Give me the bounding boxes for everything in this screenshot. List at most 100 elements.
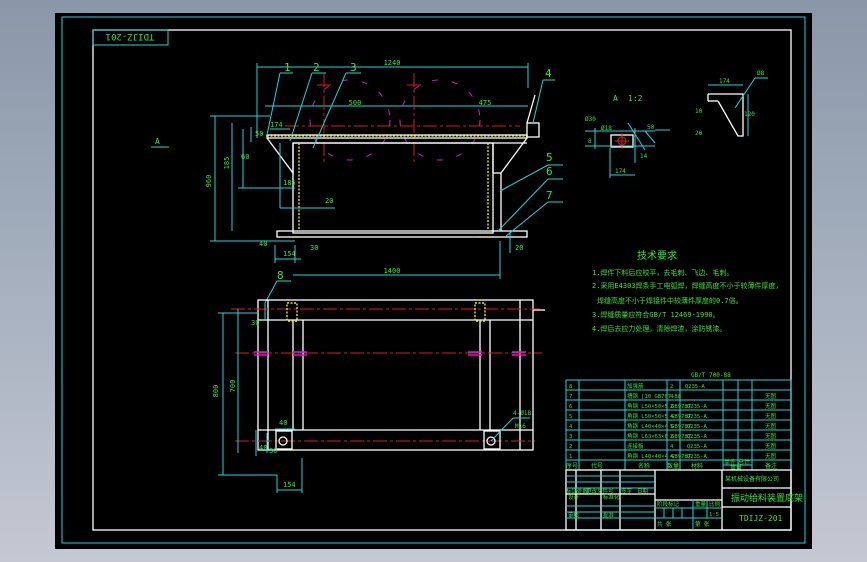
dim-top-height-outer: 800: [212, 385, 220, 398]
gusset-height: 120: [744, 111, 755, 118]
gusset-view: 174 120 Ø8 10 20: [695, 70, 768, 137]
dim-misc-185: 185: [283, 179, 296, 187]
detail-view-a: A 1:2 Ø18 Ø30 174 8 50 14: [585, 94, 670, 178]
dim-misc-3: 20: [325, 197, 333, 205]
row-name: 角钢 L50×50×5 GB9787: [627, 412, 691, 420]
dim-top-small-2: 40: [259, 444, 267, 452]
row-qty: 5: [670, 424, 673, 430]
detail-d6: 8: [588, 138, 592, 145]
tech-item-2: 2.采用E4303焊条手工电弧焊，焊缝高度不小于较薄件厚度，: [592, 281, 783, 290]
row-remark: 无图: [765, 392, 777, 400]
row-material: Q235-A: [687, 444, 708, 450]
tb-check: 审核: [568, 511, 580, 519]
gusset-top-width: 174: [719, 78, 730, 85]
row-qty: 4: [670, 414, 674, 420]
col-header: 代号: [591, 462, 603, 470]
gusset-thick: 10: [695, 108, 703, 115]
row-no: 7: [569, 394, 572, 400]
dim-small-left: 174: [270, 121, 283, 129]
row-qty: 4: [670, 394, 674, 400]
row-no: 2: [569, 444, 572, 450]
dim-circle-left: 500: [349, 99, 362, 107]
drawing-code: TDIJZ-201: [739, 514, 783, 523]
row-name: 角钢 L40×40×4 GB9787: [627, 452, 691, 460]
dim-top-small-4: 40: [279, 419, 287, 427]
row-material: Q235-A: [687, 404, 708, 410]
balloon-1: 1: [284, 61, 291, 74]
dim-misc-40: 40: [259, 240, 267, 248]
tech-item-4: 3.焊缝质量应符合GB/T 12469-1990。: [592, 310, 720, 319]
row-no: 6: [569, 404, 572, 410]
part-balloons: 1 2 3 4 5 6 7 8: [264, 61, 563, 304]
tb-design: 设计: [568, 493, 580, 501]
dim-misc-30: 30: [310, 244, 318, 252]
front-view: 1240 500 475 9: [151, 59, 563, 304]
tb-stage: 阶段标记: [657, 500, 680, 508]
row-material: Q235-A: [687, 414, 708, 420]
row-qty: 2: [670, 384, 673, 390]
drawing-sheet: TDIJZ-201 1240 500 475: [61, 16, 806, 544]
tb-mark: 标记: [566, 487, 578, 495]
dim-small-h1: 50: [255, 130, 263, 138]
row-no: 8: [569, 384, 572, 390]
tb-standard: 标准化: [603, 493, 620, 501]
tech-requirements: 技术要求 1.焊件下料后应校平，去毛刺、飞边、毛刺。 2.采用E4303焊条手工…: [592, 249, 783, 333]
detail-d9: 14: [640, 153, 648, 160]
gusset-bottom: 20: [695, 130, 703, 137]
col-header: 名称: [638, 462, 650, 470]
gusset-chamfer: Ø8: [757, 70, 765, 77]
row-no: 1: [569, 454, 572, 460]
col-header: 总计: [738, 458, 750, 466]
col-header: 重量: [730, 464, 742, 472]
col-header: 单件: [724, 458, 736, 466]
detail-d1: Ø18: [601, 125, 612, 132]
tb-sign: 签字: [621, 487, 633, 495]
detail-d2: Ø30: [585, 116, 596, 123]
row-name: 连接板: [627, 442, 644, 450]
balloon-6: 6: [546, 165, 553, 178]
row-name: 角钢 L50×50×5 GB9787: [627, 402, 691, 410]
row-remark: 无图: [765, 452, 777, 460]
row-qty: 4: [670, 444, 674, 450]
tech-item-3: 焊缝高度不小于焊接件中较薄件厚度的0.7倍。: [597, 296, 743, 305]
row-name: 角钢 L40×40×4 GB9787: [627, 422, 691, 430]
balloon-2: 2: [313, 61, 320, 74]
balloon-4: 4: [545, 67, 552, 80]
cad-drawing-canvas[interactable]: TDIJZ-201 1240 500 475: [55, 13, 812, 549]
tb-scale: 比例: [709, 500, 721, 508]
weld-sub: M16: [515, 423, 526, 430]
company-name: 某机械设备有限公司: [725, 475, 779, 483]
tb-date: 日期: [637, 488, 649, 495]
balloon-5: 5: [546, 151, 553, 164]
col-header: 序号: [566, 462, 578, 470]
drawing-code-rotated: TDIJZ-201: [106, 31, 155, 41]
dim-top-small-1: 30: [251, 319, 259, 327]
dim-bottom-width: 1400: [384, 267, 401, 275]
dim-misc-20: 20: [515, 244, 523, 252]
row-material: Q235-A: [687, 434, 708, 440]
tech-title: 技术要求: [637, 249, 677, 262]
title-block: 标记 处数 更改文件号 签字 日期 设计 标准化 审核 批准 阶段标记 重量 比…: [565, 469, 803, 531]
row-material: Q235-A: [687, 424, 708, 430]
dim-top-small-3: 30: [269, 447, 277, 455]
row-material: Q235-A: [687, 454, 708, 460]
row-no: 3: [569, 434, 572, 440]
tb-sheet2: 第 张: [695, 520, 710, 528]
inner-frame: [92, 29, 792, 531]
row-remark: 无图: [765, 442, 777, 450]
dim-top-foot: 154: [283, 481, 296, 489]
dim-overall-width: 1240: [384, 59, 401, 67]
parts-list: GB/T 700-88 8 加强筋 2 Q235-A 7 槽钢 [10 GB70…: [565, 372, 792, 472]
dim-misc-1: 60: [241, 153, 249, 161]
col-header: 备注: [765, 462, 777, 470]
tb-approve: 批准: [603, 511, 615, 519]
row-no: 4: [569, 424, 573, 430]
detail-d8: 50: [647, 124, 655, 131]
dim-circle-right: 475: [479, 99, 492, 107]
dim-top-height-inner: 700: [229, 380, 237, 393]
dim-left-height: 960: [205, 175, 213, 188]
row-qty: 2: [670, 404, 673, 410]
detail-label: A: [613, 94, 618, 103]
row-no: 5: [569, 414, 572, 420]
parts-header-note: GB/T 700-88: [691, 372, 731, 379]
